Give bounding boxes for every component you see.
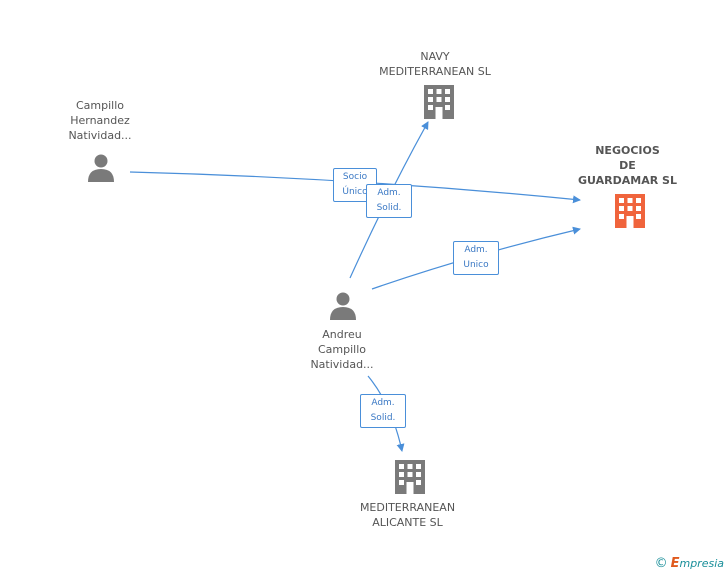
node-label-campillo-hernandez[interactable]: Campillo Hernandez Natividad...: [68, 99, 132, 142]
node-label-mediterranean-alicante[interactable]: MEDITERRANEAN ALICANTE SL: [359, 501, 456, 529]
person-icon[interactable]: [330, 292, 356, 321]
person-icon[interactable]: [88, 154, 114, 183]
brand-initial: E: [670, 556, 680, 571]
brand-logo: ©Empresia: [655, 556, 724, 571]
edge-label-adm-solid-alicante: Adm. Solid.: [360, 394, 406, 428]
brand-name: mpresia: [679, 557, 724, 570]
edge-label-adm-solid-navy: Adm. Solid.: [366, 184, 412, 218]
copyright-icon: ©: [654, 556, 668, 571]
node-label-andreu-campillo[interactable]: Andreu Campillo Natividad...: [310, 328, 374, 371]
building-icon[interactable]: [615, 194, 645, 228]
building-icon[interactable]: [424, 85, 454, 119]
building-icon[interactable]: [395, 460, 425, 494]
node-label-negocios-guardamar[interactable]: NEGOCIOS DE GUARDAMAR SL: [578, 144, 677, 187]
edge-label-adm-unico: Adm. Unico: [453, 241, 499, 275]
node-label-navy-mediterranean[interactable]: NAVY MEDITERRANEAN SL: [379, 50, 491, 78]
